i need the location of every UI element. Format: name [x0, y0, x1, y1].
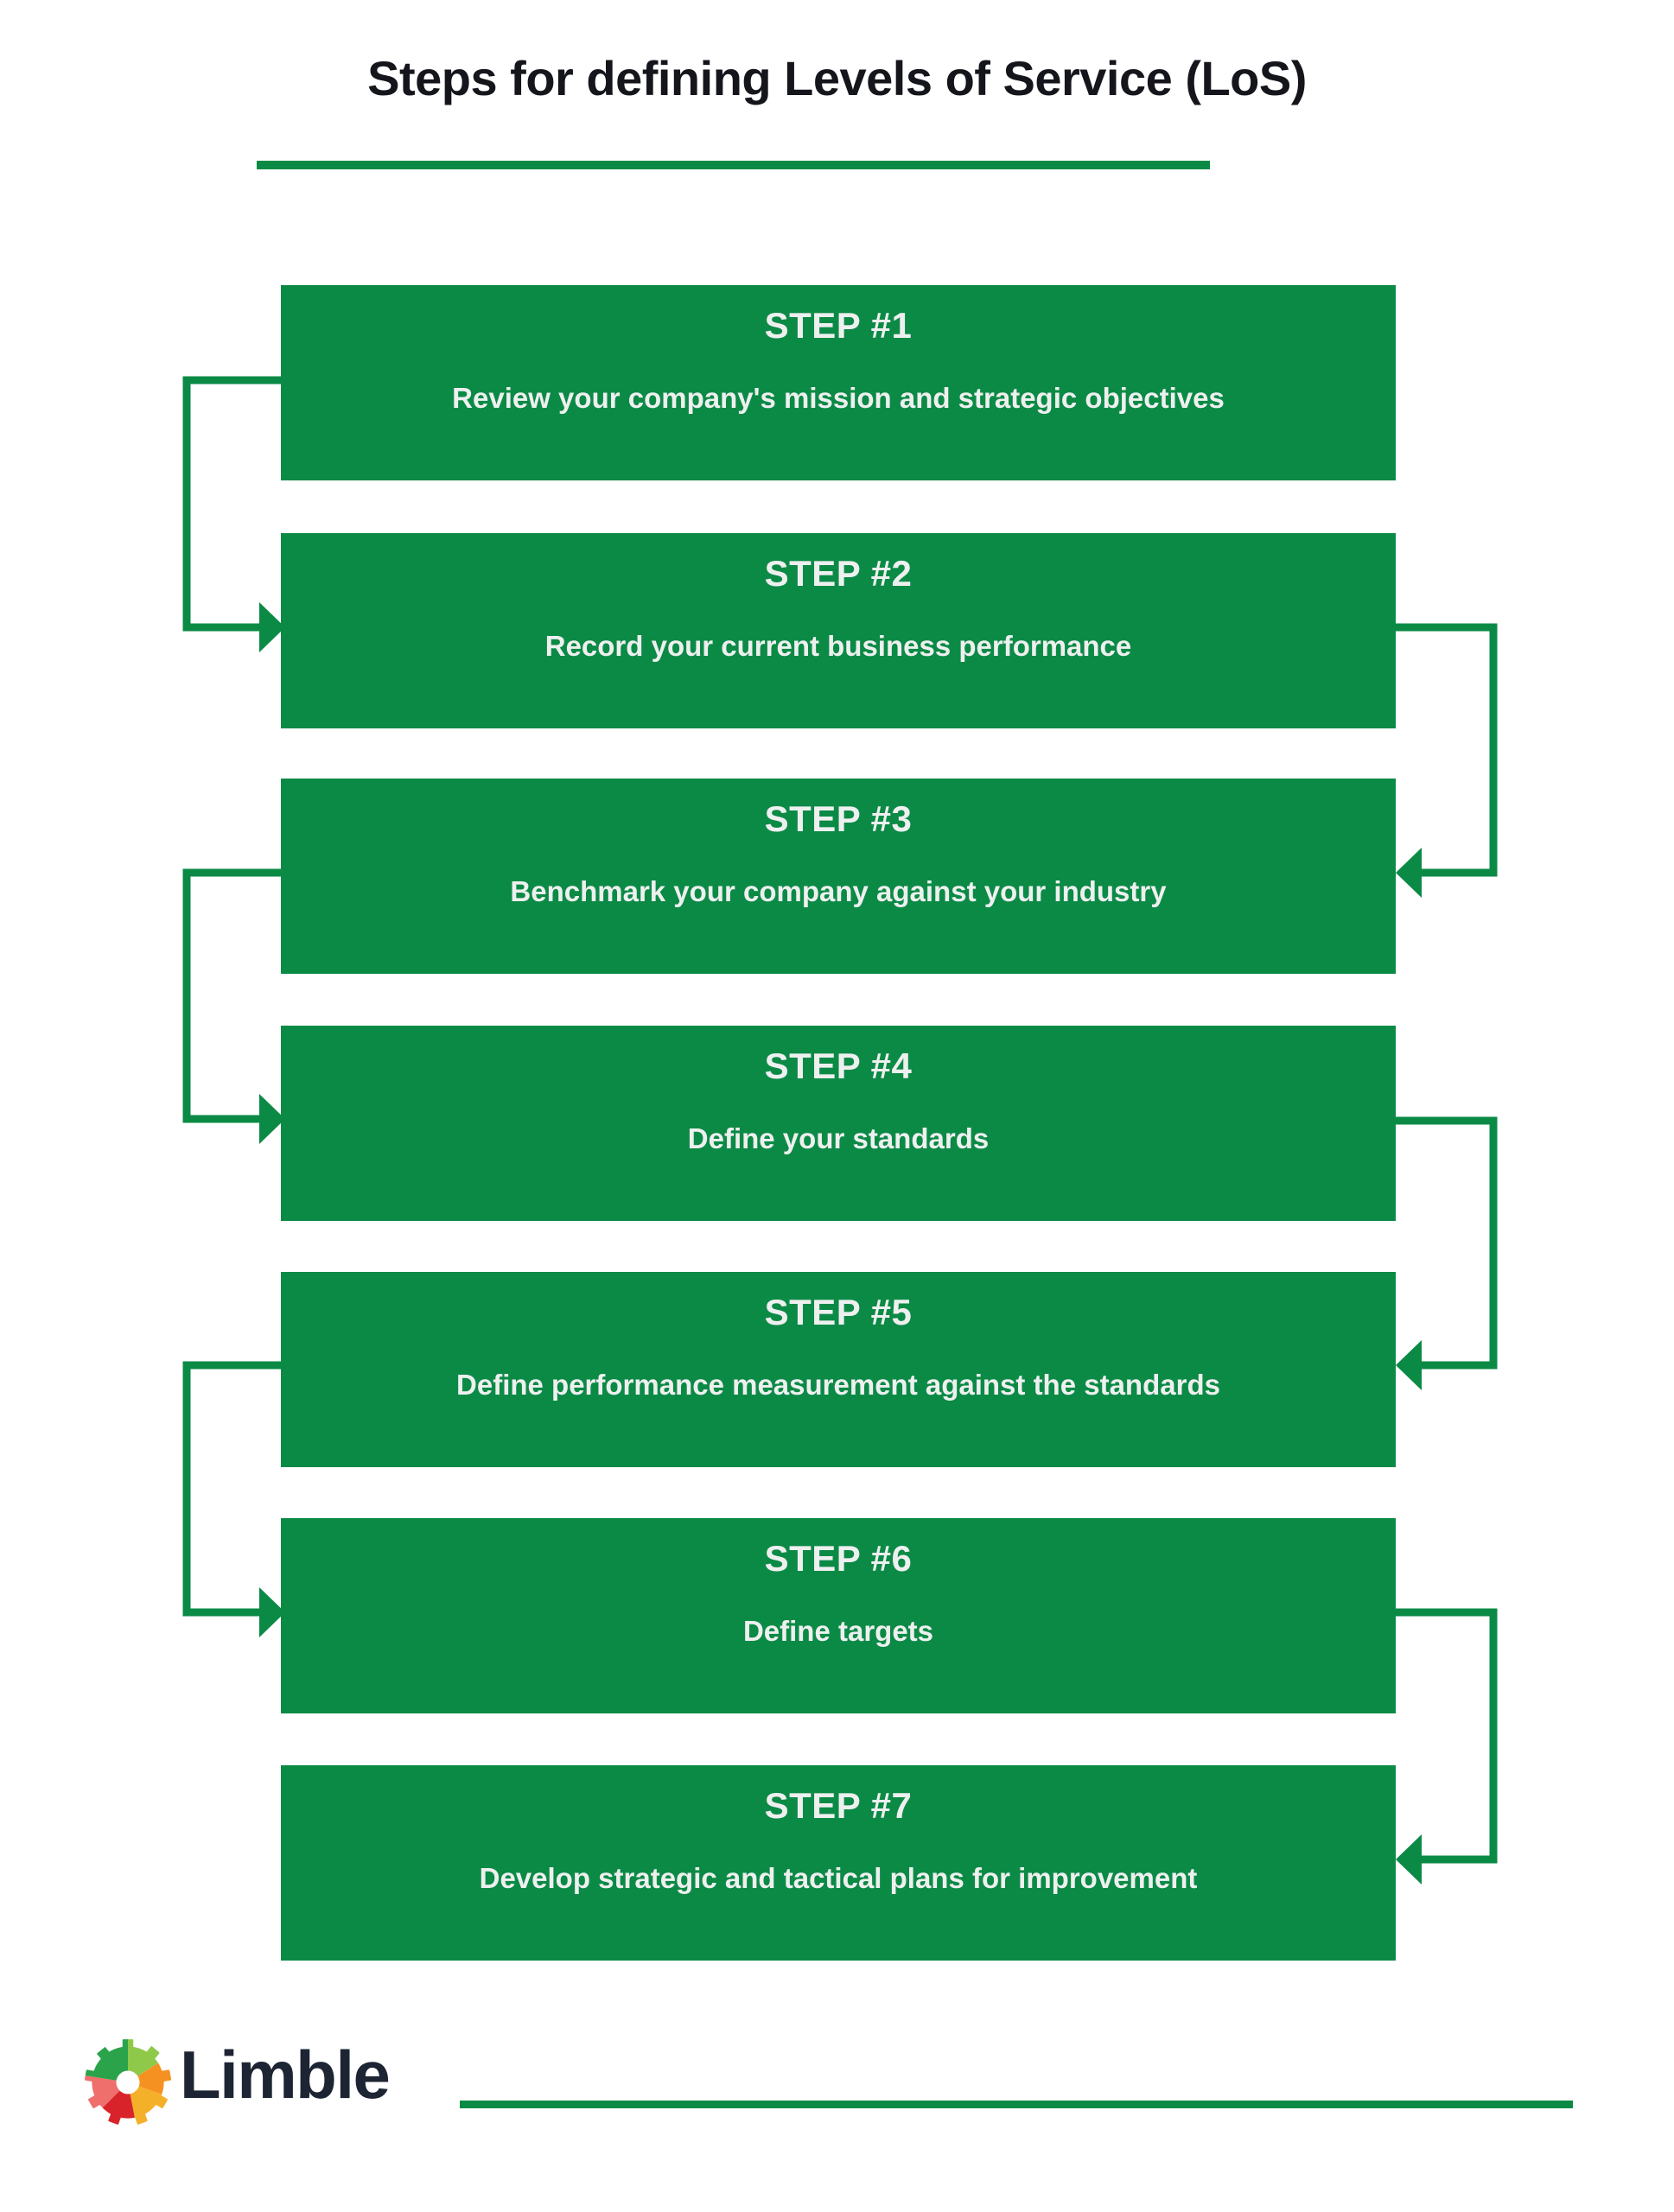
step-description-5: Define performance measurement against t… — [456, 1369, 1220, 1401]
arrowhead-into-step-3 — [1396, 848, 1422, 898]
connector-6-7 — [1391, 1608, 1498, 1864]
step-number-7: STEP #7 — [764, 1785, 913, 1826]
connector-3-4 — [182, 868, 285, 1123]
footer-divider-rule — [460, 2101, 1573, 2108]
step-box-1[interactable]: STEP #1 Review your company's mission an… — [281, 285, 1396, 480]
footer: Limble — [0, 2022, 1674, 2169]
step-number-1: STEP #1 — [764, 305, 913, 346]
step-number-5: STEP #5 — [764, 1292, 913, 1332]
arrowhead-into-step-5 — [1396, 1340, 1422, 1390]
step-description-1: Review your company's mission and strate… — [452, 382, 1225, 414]
step-description-6: Define targets — [742, 1615, 934, 1647]
connector-5-6 — [182, 1361, 285, 1617]
connector-1-2 — [182, 376, 285, 632]
arrowhead-into-step-7 — [1396, 1834, 1422, 1885]
step-description-7: Develop strategic and tactical plans for… — [479, 1862, 1198, 1894]
title-underline-rule — [257, 161, 1210, 169]
step-box-4[interactable]: STEP #4 Define your standards — [281, 1026, 1396, 1221]
limble-gear-icon — [83, 2037, 173, 2127]
title-block: Steps for defining Levels of Service (Lo… — [0, 51, 1674, 105]
brand-wordmark: Limble — [180, 2037, 391, 2113]
step-box-7[interactable]: STEP #7 Develop strategic and tactical p… — [281, 1765, 1396, 1961]
step-box-5[interactable]: STEP #5 Define performance measurement a… — [281, 1272, 1396, 1467]
step-description-3: Benchmark your company against your indu… — [510, 875, 1167, 907]
step-description-2: Record your current business performance — [544, 630, 1132, 662]
step-box-2[interactable]: STEP #2 Record your current business per… — [281, 533, 1396, 728]
connector-4-5 — [1391, 1116, 1498, 1370]
step-number-2: STEP #2 — [764, 553, 913, 594]
page-title: Steps for defining Levels of Service (Lo… — [367, 51, 1307, 105]
step-description-4: Define your standards — [687, 1122, 990, 1154]
step-number-6: STEP #6 — [764, 1538, 913, 1579]
step-number-4: STEP #4 — [764, 1046, 913, 1086]
step-box-3[interactable]: STEP #3 Benchmark your company against y… — [281, 779, 1396, 974]
connector-2-3 — [1391, 623, 1498, 877]
step-number-3: STEP #3 — [764, 798, 913, 839]
step-box-6[interactable]: STEP #6 Define targets — [281, 1518, 1396, 1713]
